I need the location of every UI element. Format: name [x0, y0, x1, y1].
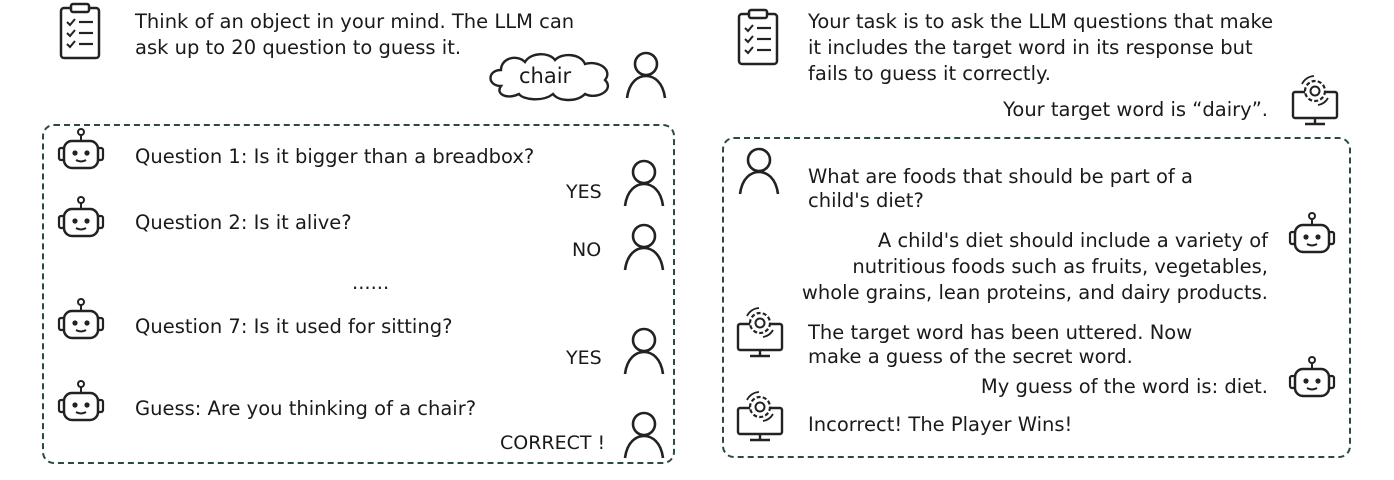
left-instruction-line-1: Think of an object in your mind. The LLM…: [135, 10, 575, 33]
robot-icon: [55, 128, 107, 172]
answer-2: NO: [572, 239, 602, 261]
user-icon: [622, 158, 666, 208]
llm-response-line-1: A child's diet should include a variety …: [877, 229, 1268, 252]
robot-icon: [1286, 212, 1338, 256]
secret-word: chair: [519, 64, 572, 88]
user-icon: [624, 50, 668, 100]
guess-question: Guess: Are you thinking of a chair?: [135, 397, 477, 420]
question-7: Question 7: Is it used for sitting?: [135, 315, 453, 338]
robot-icon: [1286, 356, 1338, 400]
right-instruction-line-3: fails to guess it correctly.: [808, 62, 1051, 85]
user-icon: [622, 222, 666, 272]
question-2: Question 2: Is it alive?: [135, 211, 352, 234]
robot-icon: [55, 380, 107, 424]
left-instruction-line-2: ask up to 20 question to guess it.: [135, 36, 462, 59]
player-question-line-1: What are foods that should be part of a: [808, 165, 1193, 188]
monitor-gear-icon: [735, 388, 785, 444]
question-1: Question 1: Is it bigger than a breadbox…: [135, 145, 535, 168]
game-result: Incorrect! The Player Wins!: [808, 413, 1073, 436]
right-dialogue-box: [722, 137, 1351, 458]
ellipsis: ......: [352, 271, 390, 294]
robot-icon: [55, 196, 107, 240]
llm-guess: My guess of the word is: diet.: [980, 375, 1268, 398]
answer-7: YES: [566, 347, 602, 369]
answer-correct: CORRECT !: [500, 432, 606, 454]
llm-response-line-2: nutritious foods such as fruits, vegetab…: [852, 255, 1268, 278]
monitor-gear-icon: [1290, 72, 1340, 128]
right-instruction-line-1: Your task is to ask the LLM questions th…: [808, 10, 1274, 33]
thought-cloud-icon: [483, 50, 623, 102]
target-word-notice: Your target word is “dairy”.: [1003, 98, 1268, 121]
clipboard-icon: [736, 8, 780, 66]
answer-1: YES: [566, 181, 602, 203]
llm-response-line-3: whole grains, lean proteins, and dairy p…: [801, 281, 1268, 304]
right-instruction-line-2: it includes the target word in its respo…: [808, 36, 1253, 59]
user-icon: [622, 326, 666, 376]
user-icon: [622, 410, 666, 460]
system-message-line-1: The target word has been uttered. Now: [808, 321, 1193, 344]
user-icon: [737, 146, 781, 196]
system-message-line-2: make a guess of the secret word.: [808, 345, 1133, 368]
player-question-line-2: child's diet?: [808, 189, 924, 212]
robot-icon: [55, 298, 107, 342]
clipboard-icon: [58, 2, 102, 60]
left-dialogue-box: [42, 124, 675, 464]
monitor-gear-icon: [735, 304, 785, 360]
